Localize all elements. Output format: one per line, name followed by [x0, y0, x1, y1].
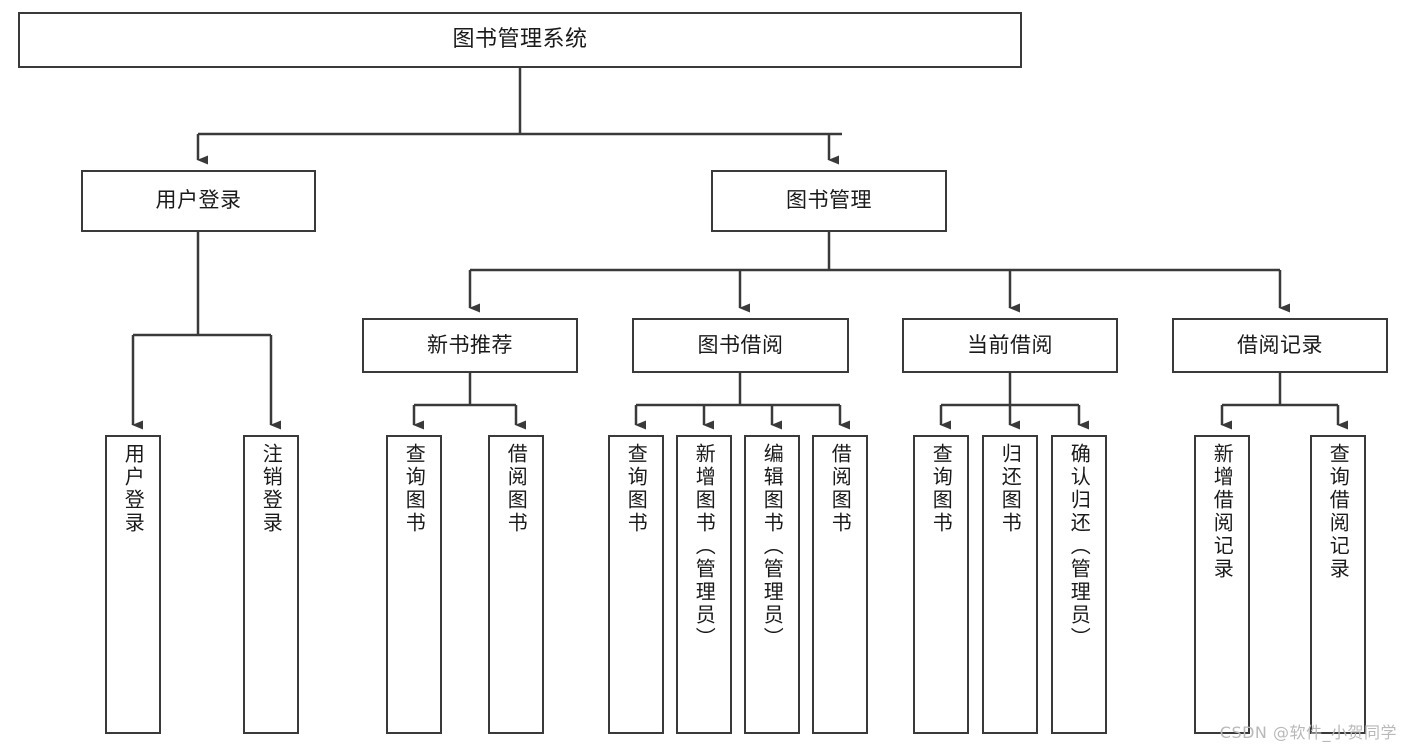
- node-label: 归还图书: [998, 443, 1023, 535]
- leaf-book-borrow-add-book-admin[interactable]: 新增图书（管理员）: [676, 435, 732, 734]
- leaf-current-borrow-return-book[interactable]: 归还图书: [982, 435, 1038, 734]
- node-label: 图书管理系统: [452, 26, 588, 52]
- node-label: 查询图书: [624, 443, 649, 535]
- node-user-login[interactable]: 用户登录: [81, 170, 316, 232]
- node-label: 新书推荐: [427, 332, 513, 357]
- node-current-borrow[interactable]: 当前借阅: [902, 318, 1118, 373]
- node-label: 当前借阅: [967, 332, 1053, 357]
- node-label: 借阅图书: [504, 443, 529, 535]
- leaf-borrow-record-query-record[interactable]: 查询借阅记录: [1310, 435, 1366, 734]
- node-label: 查询借阅记录: [1326, 443, 1351, 581]
- leaf-current-borrow-confirm-return-admin[interactable]: 确认归还（管理员）: [1051, 435, 1107, 734]
- node-label: 编辑图书（管理员）: [760, 443, 785, 650]
- node-label: 新增借阅记录: [1210, 443, 1235, 581]
- leaf-current-borrow-query-book[interactable]: 查询图书: [913, 435, 969, 734]
- node-new-book-recommend[interactable]: 新书推荐: [362, 318, 578, 373]
- node-book-borrow[interactable]: 图书借阅: [632, 318, 849, 373]
- node-label: 借阅记录: [1237, 332, 1323, 357]
- leaf-borrow-record-add-record[interactable]: 新增借阅记录: [1194, 435, 1250, 734]
- node-label: 查询图书: [929, 443, 954, 535]
- node-root-book-management-system[interactable]: 图书管理系统: [18, 12, 1022, 68]
- leaf-book-borrow-borrow-book[interactable]: 借阅图书: [812, 435, 868, 734]
- leaf-book-borrow-edit-book-admin[interactable]: 编辑图书（管理员）: [744, 435, 800, 734]
- node-label: 用户登录: [155, 188, 242, 213]
- node-label: 确认归还（管理员）: [1067, 443, 1092, 650]
- leaf-user-login-logout[interactable]: 注销登录: [243, 435, 299, 734]
- node-label: 借阅图书: [828, 443, 853, 535]
- node-label: 新增图书（管理员）: [692, 443, 717, 650]
- csdn-watermark: CSDN @软件_小贺同学: [1219, 723, 1397, 742]
- node-label: 图书管理: [786, 188, 872, 213]
- node-borrow-record[interactable]: 借阅记录: [1172, 318, 1388, 373]
- node-label: 注销登录: [259, 443, 284, 535]
- leaf-book-borrow-query-book[interactable]: 查询图书: [608, 435, 664, 734]
- node-label: 用户登录: [121, 443, 146, 535]
- node-label: 图书借阅: [697, 332, 784, 357]
- leaf-new-book-query-book[interactable]: 查询图书: [386, 435, 442, 734]
- node-label: 查询图书: [402, 443, 427, 535]
- leaf-user-login-login[interactable]: 用户登录: [105, 435, 161, 734]
- leaf-new-book-borrow-book[interactable]: 借阅图书: [488, 435, 544, 734]
- node-book-management[interactable]: 图书管理: [711, 170, 947, 232]
